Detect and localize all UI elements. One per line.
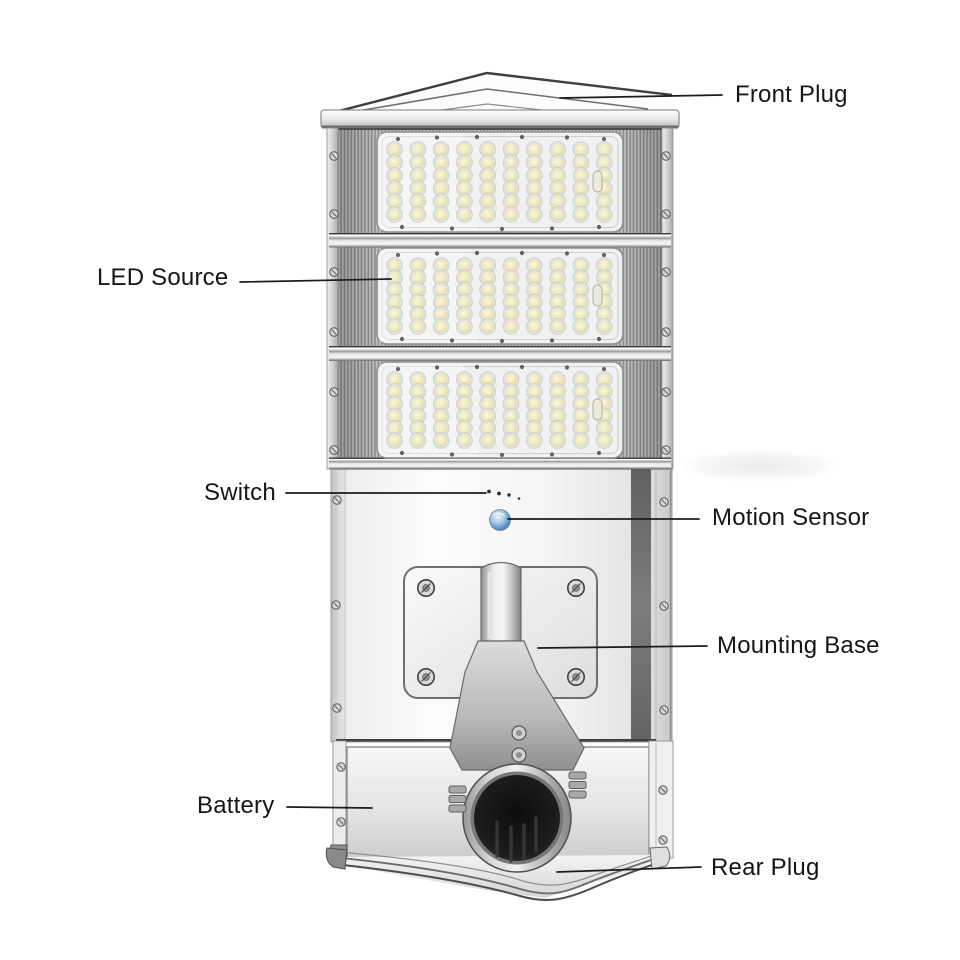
rear-plug-flare [325, 846, 671, 901]
screw [332, 703, 342, 713]
screw [659, 601, 669, 611]
motion-sensor-dome [489, 509, 511, 531]
screw [661, 151, 671, 161]
screw [329, 327, 339, 337]
led-module [376, 361, 624, 459]
module-slot [592, 170, 603, 193]
screw [661, 445, 671, 455]
screw [329, 445, 339, 455]
mounting-base-assembly [403, 561, 598, 873]
screw [336, 762, 346, 772]
leader-led-source [239, 278, 392, 283]
leader-battery [286, 806, 373, 809]
screw [659, 497, 669, 507]
label-motion-sensor: Motion Sensor [712, 504, 870, 532]
label-rear-plug: Rear Plug [711, 854, 820, 882]
screw [566, 667, 585, 686]
module-slot [592, 284, 603, 307]
label-mounting-base: Mounting Base [717, 632, 880, 660]
led-array [386, 141, 613, 223]
screw [661, 209, 671, 219]
screw [332, 495, 342, 505]
mounting-plate-screws [416, 578, 585, 686]
housing-screws [329, 151, 671, 845]
screw [658, 835, 668, 845]
leader-rear-plug [556, 866, 702, 873]
screw [331, 600, 341, 610]
label-switch: Switch [204, 479, 276, 507]
screw [329, 151, 339, 161]
screw [329, 209, 339, 219]
screw [416, 578, 435, 597]
switch-dots [487, 489, 521, 500]
led-source-modules [376, 131, 624, 459]
leader-mounting-base [537, 645, 708, 649]
module-separators [329, 233, 671, 469]
rear-dark-strip [631, 469, 651, 741]
screw [336, 817, 346, 827]
led-module [376, 131, 624, 233]
label-led-source: LED Source [97, 264, 229, 292]
led-array [386, 257, 613, 335]
front-plug-cap [320, 71, 680, 129]
screw [329, 267, 339, 277]
screw [329, 387, 339, 397]
screw [661, 387, 671, 397]
screw [416, 667, 435, 686]
screw [661, 327, 671, 337]
led-array [386, 371, 613, 449]
screw [659, 705, 669, 715]
module-slot [592, 398, 603, 421]
clamp-bolts [448, 771, 587, 813]
label-battery: Battery [197, 792, 275, 820]
leader-lines [239, 94, 723, 873]
label-front-plug: Front Plug [735, 81, 848, 109]
soft-shadow [680, 450, 840, 482]
screw [566, 578, 585, 597]
screw [658, 785, 668, 795]
led-module [376, 247, 624, 345]
leader-front-plug [559, 94, 723, 99]
screw [661, 267, 671, 277]
